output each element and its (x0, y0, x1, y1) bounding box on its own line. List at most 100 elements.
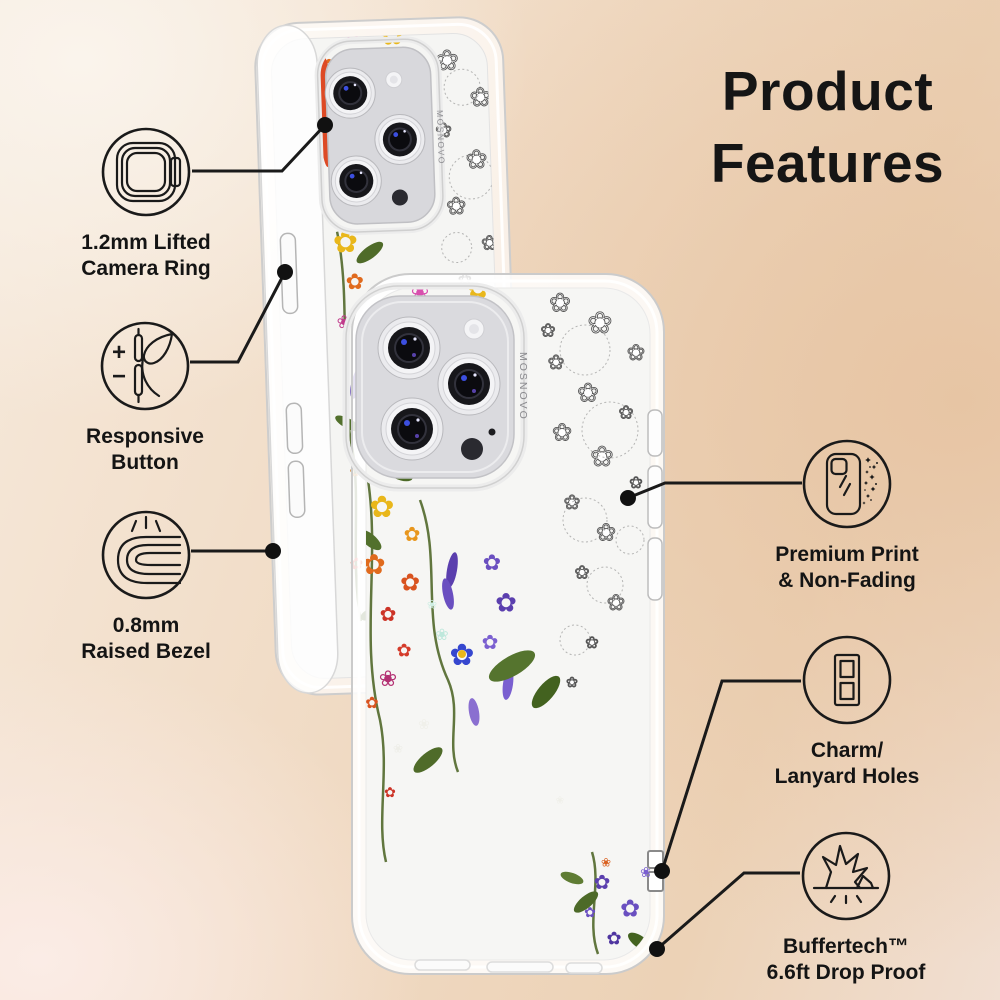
flower-glyph: ✿ (396, 640, 411, 661)
sparkle-star (866, 494, 870, 498)
callout-lines (190, 117, 802, 957)
lidar-sensor (391, 189, 408, 206)
line-art-flower: ❀ (469, 83, 492, 114)
feature-camera-ring: 1.2mm Lifted Camera Ring (26, 127, 266, 282)
camera-lens (330, 155, 382, 207)
leaf-shape (468, 698, 480, 726)
feature-label: Responsive Button (86, 425, 204, 475)
flower-glyph: ✿ (345, 270, 364, 296)
flower-glyph: ❀ (601, 855, 611, 869)
side-buttons-finger-icon: + − (100, 321, 190, 411)
leaf-shape (531, 675, 561, 709)
sparkle-star (862, 501, 866, 505)
phone-case-front-view: ❀✿❀✿✿✿✿✿✿❀✿❀❀❀❀✿✿✿✿✿✿✿✿❀❀✿❀❀❀❀❀❀❀❀❀❀❀❀❀❀… (342, 273, 665, 975)
flower-glyph: ❀ (393, 741, 403, 755)
flower-glyph: ❀ (427, 597, 437, 611)
camera-lens (380, 397, 444, 461)
raised-bezel-icon (101, 510, 191, 600)
side-button (285, 402, 304, 455)
feature-responsive-button: + − Responsive Button (25, 321, 265, 476)
flower-glyph: ✿ (400, 569, 420, 597)
flower-glyph: ❀ (418, 717, 430, 733)
flower-glyph: ✿ (369, 490, 394, 525)
leaf-shape (366, 529, 382, 551)
callout-dot (654, 863, 670, 879)
callout-dot (317, 117, 333, 133)
page-title: Product Features (655, 56, 1000, 199)
sparkle-star (869, 474, 875, 480)
flower-glyph: ✿ (384, 785, 396, 801)
flower-glyph: ✿ (404, 522, 421, 546)
scribble-flower (443, 68, 481, 106)
flower-glyph: ❀ (435, 625, 448, 644)
flower-glyph: ✿ (365, 693, 378, 712)
case-sparkle-icon (802, 439, 892, 529)
camera-module-back: MOSNOVO (314, 36, 447, 236)
feature-label: Premium Print & Non-Fading (775, 543, 919, 593)
line-art-flower: ❀ (629, 473, 642, 492)
scribble-flower (441, 232, 473, 264)
scribble-flower (562, 497, 608, 543)
side-button (647, 465, 663, 529)
lidar-sensor (461, 438, 483, 460)
feature-drop-proof: Buffertech™ 6.6ft Drop Proof (726, 831, 966, 986)
camera-lens (437, 352, 501, 416)
brand-engraving-back: MOSNOVO (435, 110, 447, 165)
sparkle-stars (862, 457, 878, 505)
scribble-flower (559, 624, 591, 656)
feature-label: 1.2mm Lifted Camera Ring (81, 231, 211, 281)
line-art-flower: ❀ (596, 519, 616, 547)
sparkle-star (864, 481, 868, 485)
feature-label: 0.8mm Raised Bezel (81, 614, 211, 664)
camera-ring-icon (101, 127, 191, 217)
flower-glyph: ✿ (380, 602, 397, 626)
sparkle-dot (876, 462, 878, 464)
callout-dot (620, 490, 636, 506)
side-button (287, 460, 306, 519)
flower-glyph: ❀ (640, 865, 652, 881)
flower-glyph: ✿ (620, 895, 640, 923)
leaf-shape (573, 891, 599, 913)
svg-text:−: − (112, 363, 126, 390)
line-art-flower: ❀ (587, 306, 612, 341)
bottom-cutouts (414, 959, 603, 974)
flower-glyph: ✿ (483, 551, 501, 576)
line-art-flower: ❀ (577, 378, 599, 408)
leaf-shape (442, 578, 454, 610)
scribble-flower (581, 401, 639, 459)
flower-glyph: ✿ (495, 588, 517, 618)
line-art-flower: ❀ (465, 145, 488, 176)
camera-lens (374, 113, 426, 165)
line-art-flower: ❀ (574, 562, 589, 583)
callout-dot (649, 941, 665, 957)
feature-lanyard-holes: Charm/ Lanyard Holes (727, 635, 967, 790)
flower-glyph: ✿ (606, 928, 621, 949)
flower-glyph: ❀ (379, 667, 397, 692)
flower-glyph: ✿ (584, 905, 596, 921)
side-button (647, 537, 663, 601)
sparkle-star (865, 470, 869, 474)
feature-label: Charm/ Lanyard Holes (774, 739, 920, 789)
flower-glyph: ✿ (482, 630, 499, 654)
floral-artwork-front: ❀✿❀✿✿✿✿✿✿❀✿❀❀❀❀✿✿✿✿✿✿✿✿❀❀✿❀❀❀❀❀❀❀❀❀❀❀❀❀❀… (362, 288, 652, 952)
sparkle-dot (869, 466, 871, 468)
title-line-2: Features (710, 131, 945, 194)
drop-impact-icon (801, 831, 891, 921)
scribble-flower (615, 525, 645, 555)
line-art-flower: ❀ (549, 288, 571, 318)
line-art-flower: ❀ (548, 350, 565, 374)
flower-glyph: ✿ (594, 870, 611, 894)
leaf-shape (413, 747, 443, 773)
flower-glyph: ✿ (362, 548, 385, 581)
line-art-flower: ❀ (552, 419, 572, 447)
leaf-shape (488, 650, 536, 682)
flower-glyph: ❀ (556, 796, 564, 807)
sparkle-dot (875, 483, 877, 485)
line-art-flower: ❀ (590, 440, 613, 473)
line-art-flower: ❀ (564, 490, 581, 514)
leaf-shape (560, 871, 584, 885)
title-line-1: Product (721, 60, 934, 122)
line-art-flower: ❀ (627, 341, 645, 366)
lanyard-holes-icon (802, 635, 892, 725)
